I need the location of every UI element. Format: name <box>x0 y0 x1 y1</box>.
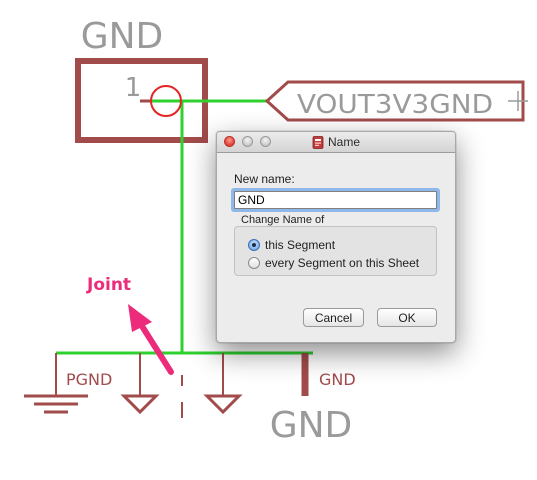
option-every-segment[interactable]: every Segment on this Sheet <box>248 256 419 270</box>
name-dialog: Name New name: Change Name of this Segme… <box>216 131 456 343</box>
dialog-titlebar[interactable]: Name <box>217 132 455 153</box>
ground-tri-1 <box>120 394 160 415</box>
window-zoom-icon[interactable] <box>260 136 271 147</box>
gnd-small-label: GND <box>319 370 356 389</box>
eagle-document-icon <box>312 135 324 149</box>
change-name-group: this Segment every Segment on this Sheet <box>234 226 437 276</box>
change-name-group-label: Change Name of <box>241 214 325 226</box>
window-minimize-icon[interactable] <box>242 136 253 147</box>
dialog-title: Name <box>327 135 360 149</box>
top-gnd-label: GND <box>81 16 164 57</box>
bottom-gnd-label: GND <box>270 405 353 446</box>
cancel-button[interactable]: Cancel <box>303 308 364 327</box>
option-this-segment-label: this Segment <box>265 238 336 252</box>
joint-annotation-label: Joint <box>86 275 131 295</box>
option-every-segment-label: every Segment on this Sheet <box>265 256 420 270</box>
option-this-segment[interactable]: this Segment <box>248 238 335 252</box>
pgnd-label: PGND <box>66 370 112 389</box>
pin-number: 1 <box>125 73 142 103</box>
ok-button[interactable]: OK <box>377 308 437 327</box>
new-name-input[interactable] <box>234 191 437 209</box>
radio-every-segment[interactable] <box>248 257 260 269</box>
radio-this-segment[interactable] <box>248 239 260 251</box>
ground-tri-2 <box>203 394 243 415</box>
joint-arrow-icon <box>128 304 174 375</box>
new-name-label: New name: <box>234 172 295 186</box>
window-close-icon[interactable] <box>224 136 235 147</box>
pin-connection-circle <box>150 85 182 117</box>
net-label-text: VOUT3V3GND <box>297 90 493 120</box>
